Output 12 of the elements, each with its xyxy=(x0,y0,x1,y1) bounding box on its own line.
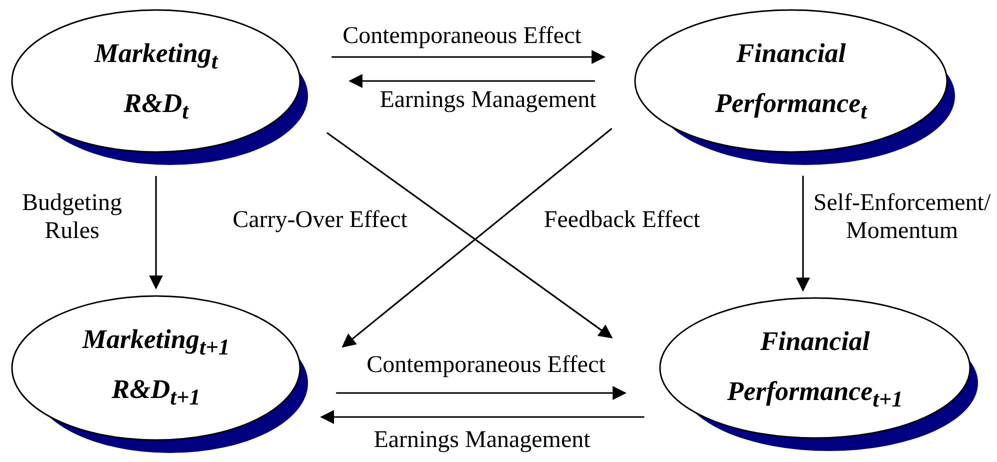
node-label: R&D$_{t+1}$ xyxy=(112,373,200,412)
node-label: Financial Performance$_{t}$ xyxy=(714,37,868,126)
arrow xyxy=(796,176,810,292)
node-label: Marketing$_{t+1}$ xyxy=(82,323,230,362)
arrow xyxy=(149,176,163,290)
node-label: R&D$_{t}$ xyxy=(124,87,188,126)
arrow xyxy=(332,50,606,64)
arrow xyxy=(336,386,627,400)
node-label: Financial Performance$_{t+1}$ xyxy=(726,325,904,414)
arrow xyxy=(348,74,595,88)
arrow xyxy=(320,410,644,424)
node-label: Marketing$_{t}$ xyxy=(94,37,218,76)
